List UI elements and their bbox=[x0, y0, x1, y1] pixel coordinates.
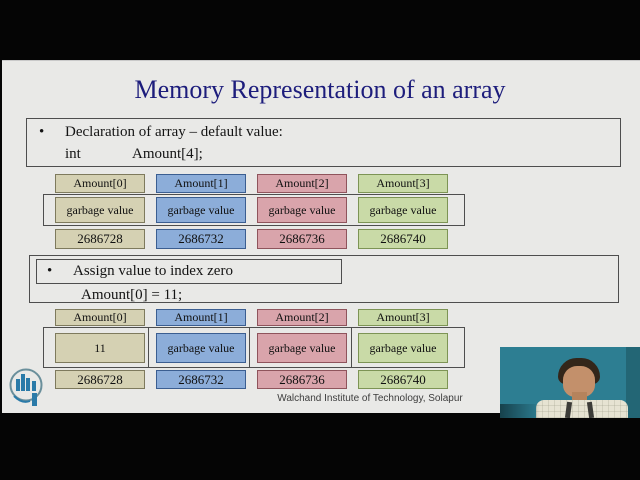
presenter-face bbox=[563, 366, 595, 397]
left-frame-edge bbox=[0, 0, 2, 480]
webcam-corner-shadow bbox=[500, 404, 540, 418]
d1-header-amount2: Amount[2] bbox=[257, 174, 347, 193]
institute-footer: Walchand Institute of Technology, Solapu… bbox=[277, 393, 463, 404]
bottom-letterbox-bar bbox=[0, 413, 640, 480]
assignment-code: Amount[0] = 11; bbox=[81, 287, 183, 303]
d1-header-amount1: Amount[1] bbox=[156, 174, 246, 193]
presenter-webcam bbox=[500, 347, 640, 418]
d2-value-cell: garbage value bbox=[358, 333, 448, 363]
d2-value-cell: garbage value bbox=[257, 333, 347, 363]
d2-header-amount1: Amount[1] bbox=[156, 309, 246, 326]
d2-address-cell: 2686736 bbox=[257, 370, 347, 389]
presentation-slide: Memory Representation of an array • Decl… bbox=[0, 60, 640, 413]
d2-header-amount2: Amount[2] bbox=[257, 309, 347, 326]
d1-header-amount3: Amount[3] bbox=[358, 174, 448, 193]
d2-header-amount3: Amount[3] bbox=[358, 309, 448, 326]
d1-value-cell: garbage value bbox=[257, 197, 347, 223]
d1-address-cell: 2686732 bbox=[156, 229, 246, 249]
slide-title: Memory Representation of an array bbox=[134, 75, 506, 104]
bullet-glyph: • bbox=[47, 263, 53, 279]
d1-address-cell: 2686740 bbox=[358, 229, 448, 249]
d2-address-cell: 2686732 bbox=[156, 370, 246, 389]
d2-header-amount0: Amount[0] bbox=[55, 309, 145, 326]
d2-address-cell: 2686740 bbox=[358, 370, 448, 389]
d1-value-cell: garbage value bbox=[156, 197, 246, 223]
declaration-box: • Declaration of array – default value: … bbox=[26, 118, 621, 167]
presenter-shirt bbox=[536, 400, 628, 418]
code-declaration: Amount[4]; bbox=[132, 146, 203, 162]
assignment-bullet-text: Assign value to index zero bbox=[73, 263, 233, 279]
declaration-bullet-text: Declaration of array – default value: bbox=[65, 124, 283, 140]
d2-value-cell: 11 bbox=[55, 333, 145, 363]
d2-address-cell: 2686728 bbox=[55, 370, 145, 389]
memory-strip-divider bbox=[249, 328, 250, 367]
d2-memory-strip bbox=[43, 327, 465, 368]
d1-address-cell: 2686728 bbox=[55, 229, 145, 249]
wit-logo-icon bbox=[9, 368, 43, 406]
assignment-box: • Assign value to index zero Amount[0] =… bbox=[29, 255, 619, 303]
d1-value-cell: garbage value bbox=[55, 197, 145, 223]
top-letterbox-bar bbox=[0, 0, 640, 60]
d2-value-cell: garbage value bbox=[156, 333, 246, 363]
d1-header-amount0: Amount[0] bbox=[55, 174, 145, 193]
d1-memory-strip bbox=[43, 194, 465, 226]
bullet-glyph: • bbox=[39, 124, 45, 140]
code-keyword: int bbox=[65, 146, 81, 162]
assignment-inner-box: • Assign value to index zero bbox=[36, 259, 342, 284]
memory-strip-divider bbox=[148, 328, 149, 367]
d1-address-cell: 2686736 bbox=[257, 229, 347, 249]
d1-value-cell: garbage value bbox=[358, 197, 448, 223]
webcam-background-shade bbox=[626, 347, 640, 418]
memory-strip-divider bbox=[351, 328, 352, 367]
